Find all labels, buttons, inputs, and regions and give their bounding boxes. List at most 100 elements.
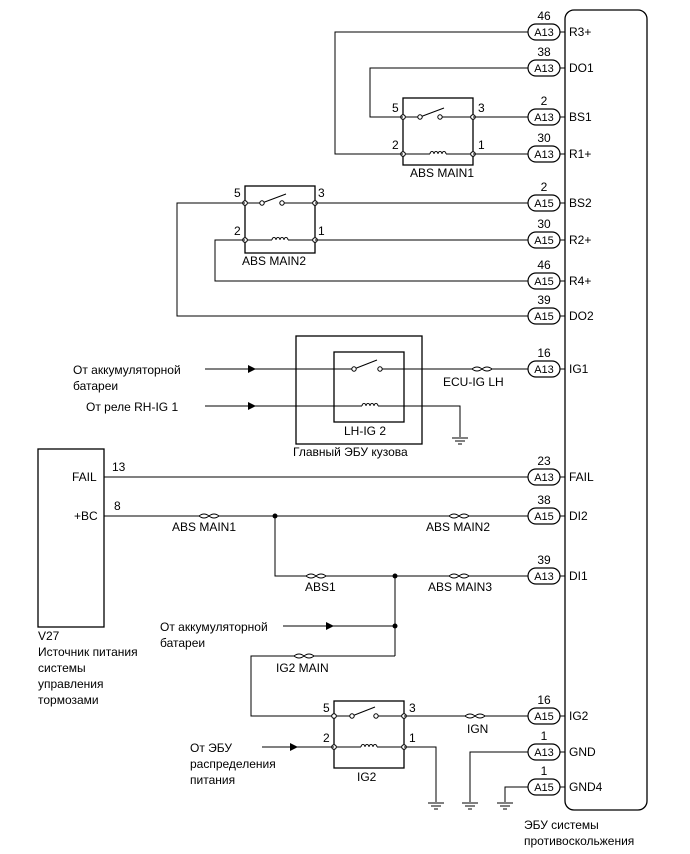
- pin-number: 38: [537, 493, 551, 507]
- pin-number: 39: [537, 553, 551, 567]
- connector-id: A13: [534, 112, 554, 124]
- v27-fail-label: FAIL: [72, 470, 97, 484]
- fuse-icon: [305, 573, 327, 579]
- fuse-icon: [198, 513, 220, 519]
- relay-pin: 2: [323, 731, 330, 745]
- v27-bc-label: +BC: [74, 509, 98, 523]
- relay-abs-main1: ABS MAIN1 5 3 2 1: [392, 97, 485, 180]
- input-battery-label: От аккумуляторной: [73, 363, 181, 377]
- relay-pin: 2: [392, 138, 399, 152]
- pin-number: 1: [541, 729, 548, 743]
- input-ecu-dist-label-3: питания: [190, 773, 235, 787]
- relay-label: LH-IG 2: [344, 424, 386, 438]
- relay-pin: 3: [318, 186, 325, 200]
- input-ecu-dist-label: От ЭБУ: [190, 741, 232, 755]
- connector-id: A15: [534, 711, 554, 723]
- relay-abs-main2: ABS MAIN2 5 3 2 1: [234, 185, 325, 268]
- junction-dot: [392, 623, 398, 629]
- pin-number: 16: [537, 693, 551, 707]
- fuse-ecu-ig-lh-label: ECU-IG LH: [443, 375, 504, 389]
- pin-number: 46: [537, 258, 551, 272]
- ground-icon: [461, 802, 479, 810]
- coil-icon: [271, 237, 289, 241]
- fuse-ign-label: IGN: [467, 722, 488, 736]
- v27-desc-3: управления: [38, 677, 103, 691]
- connector-id: A13: [534, 149, 554, 161]
- connector-id: A13: [534, 27, 554, 39]
- relay-label: ABS MAIN1: [410, 166, 474, 180]
- pin-number: 23: [537, 454, 551, 468]
- connector-id: A15: [534, 782, 554, 794]
- fuse-icon: [448, 513, 470, 519]
- relay-lh-ig2: LH-IG 2: [333, 351, 405, 438]
- v27-desc-2: системы: [38, 661, 86, 675]
- coil-icon: [429, 151, 447, 155]
- pin-name: BS2: [569, 196, 592, 210]
- fuse-icon: [471, 366, 493, 372]
- pin-name: FAIL: [569, 470, 594, 484]
- pin-name: R1+: [569, 147, 591, 161]
- fuse-icon: [293, 653, 315, 659]
- connector-id: A13: [534, 747, 554, 759]
- relay-ig2: IG2 5 3 2 1: [323, 700, 416, 784]
- ecu-pin-list: A1346R3+A1338DO1A132BS1A1330R1+A152BS2A1…: [527, 9, 603, 796]
- pin-number: 2: [541, 180, 548, 194]
- connector-id: A15: [534, 276, 554, 288]
- fuse-abs-main1-label: ABS MAIN1: [172, 520, 236, 534]
- arrow-icon: [248, 365, 256, 373]
- input-battery2-label-2: батареи: [160, 636, 205, 650]
- fuse-abs-main3-label: ABS MAIN3: [428, 580, 492, 594]
- abs-ecu-label-2: противоскольжения: [524, 834, 634, 848]
- connector-id: A13: [534, 571, 554, 583]
- pin-name: IG1: [569, 362, 589, 376]
- relay-pin: 5: [392, 101, 399, 115]
- fuse-icon: [464, 713, 486, 719]
- pin-name: BS1: [569, 110, 592, 124]
- input-rh-ig1-label: От реле RH-IG 1: [86, 400, 178, 414]
- pin-name: GND: [569, 745, 596, 759]
- pin-name: DO2: [569, 309, 594, 323]
- connector-id: A13: [534, 364, 554, 376]
- connector-id: A15: [534, 511, 554, 523]
- input-battery2-label: От аккумуляторной: [160, 620, 268, 634]
- body-ecu-label: Главный ЭБУ кузова: [293, 445, 408, 459]
- input-ecu-dist-label-2: распределения: [190, 757, 276, 771]
- fuse-abs-main2-label: ABS MAIN2: [426, 520, 490, 534]
- connector-id: A13: [534, 63, 554, 75]
- pin-number: 30: [537, 131, 551, 145]
- pin-name: R3+: [569, 25, 591, 39]
- ground-icon: [427, 802, 445, 810]
- ground-icon: [496, 802, 514, 810]
- pin-name: DI1: [569, 569, 588, 583]
- fuse-icon: [448, 573, 470, 579]
- relay-label: IG2: [357, 770, 377, 784]
- v27-desc: Источник питания: [38, 645, 138, 659]
- pin-number: 38: [537, 45, 551, 59]
- pin-name: DI2: [569, 509, 588, 523]
- pin-number: 46: [537, 9, 551, 23]
- relay-pin: 3: [409, 701, 416, 715]
- relay-pin: 1: [409, 731, 416, 745]
- connector-id: A15: [534, 235, 554, 247]
- relay-pin: 1: [318, 224, 325, 238]
- v27-fail-pin: 13: [112, 460, 126, 474]
- abs-ecu-box: [564, 9, 648, 811]
- pin-name: R4+: [569, 274, 591, 288]
- fuse-ig2-main-label: IG2 MAIN: [276, 661, 329, 675]
- terminal-dot: [331, 713, 337, 719]
- connector-id: A13: [534, 472, 554, 484]
